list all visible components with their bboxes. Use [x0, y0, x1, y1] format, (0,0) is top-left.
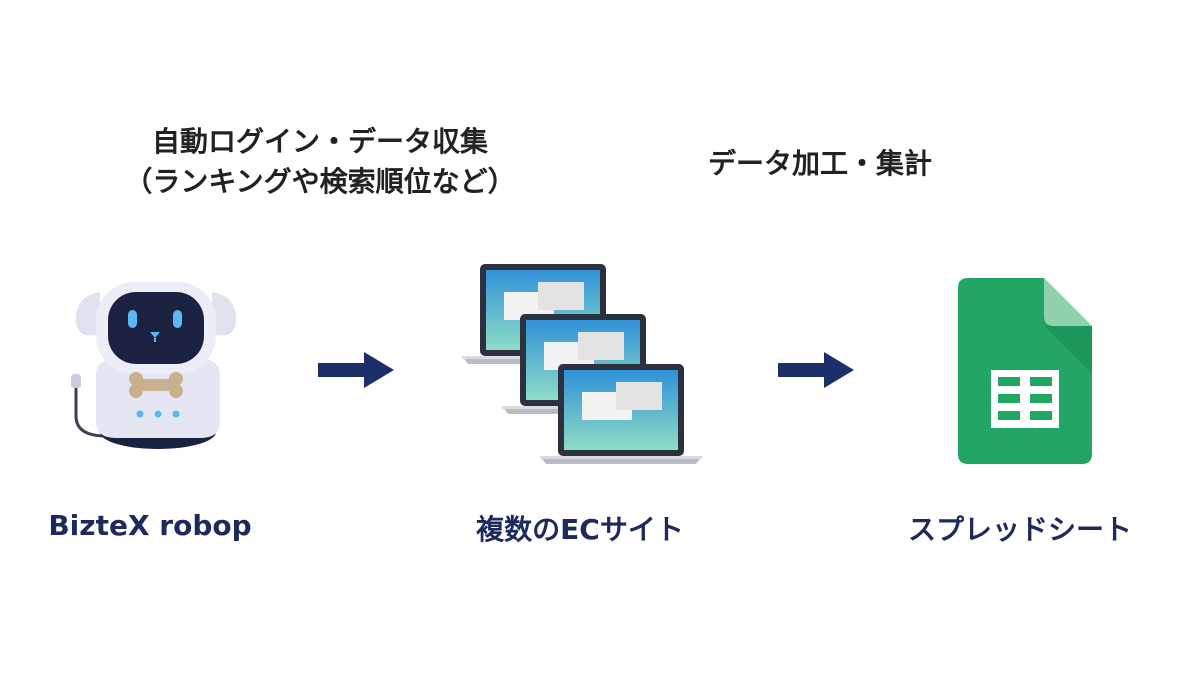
laptop-3 — [540, 364, 702, 464]
laptop-1 — [462, 264, 624, 364]
step1-caption-line1: 自動ログイン・データ収集 — [151, 125, 488, 158]
step2-caption: データ加工・集計 — [707, 147, 932, 180]
laptop-stack-icon — [458, 262, 708, 468]
spreadsheet-icon — [958, 278, 1092, 464]
arrow-right-icon — [778, 352, 854, 388]
step1-caption-line2: （ランキングや検索順位など） — [124, 165, 516, 198]
robot-dog-icon — [66, 276, 246, 452]
arrow-right-icon — [318, 352, 394, 388]
robot-label: BizteX robop — [48, 509, 252, 542]
spreadsheet-label: スプレッドシート — [907, 513, 1132, 546]
step1-caption: 自動ログイン・データ収集 （ランキングや検索順位など） — [110, 122, 530, 202]
ec-sites-label: 複数のECサイト — [476, 513, 684, 546]
